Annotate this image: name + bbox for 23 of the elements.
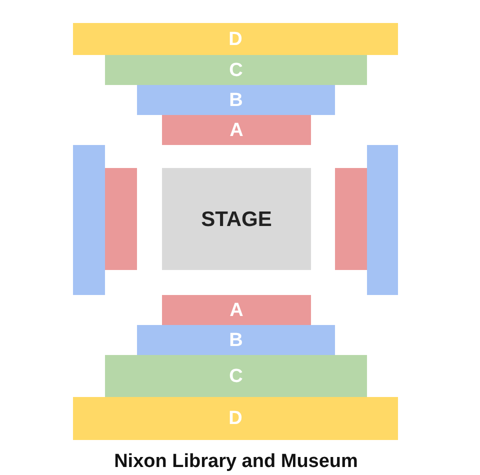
stage-area	[162, 168, 311, 270]
seating-section	[73, 397, 398, 440]
seating-section	[137, 85, 335, 115]
stage-label: STAGE	[201, 208, 272, 230]
section-label: B	[229, 330, 243, 350]
side-seating-bar	[367, 145, 398, 295]
seating-section	[73, 23, 398, 55]
section-label: C	[229, 60, 243, 80]
venue-caption: Nixon Library and Museum	[113, 451, 359, 473]
seating-section	[162, 295, 311, 325]
seating-section	[105, 55, 367, 85]
section-label: D	[228, 30, 242, 48]
section-label: A	[230, 300, 244, 320]
seating-section	[105, 355, 367, 397]
seating-section	[162, 115, 311, 145]
side-seating-bar	[105, 168, 137, 270]
side-seating-bar	[335, 168, 367, 270]
side-seating-bar	[73, 145, 105, 295]
section-label: B	[229, 90, 243, 110]
section-label: A	[230, 120, 244, 140]
seating-section	[137, 325, 335, 355]
section-label: C	[229, 366, 243, 386]
section-label: D	[228, 409, 242, 428]
